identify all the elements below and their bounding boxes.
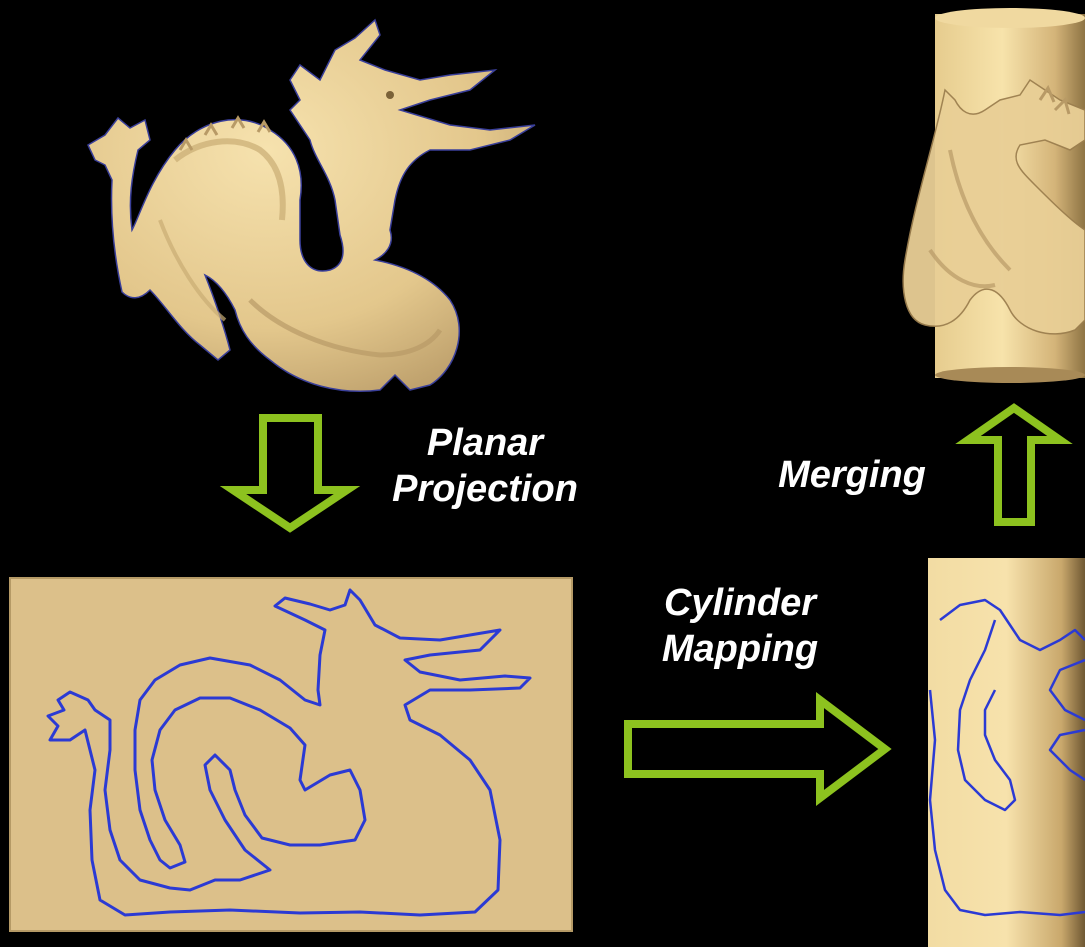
merging-label: Merging [752, 452, 952, 498]
cylinder-mapping-arrow [628, 700, 885, 798]
mapped-cylinder [928, 558, 1085, 947]
projected-outline-panel [10, 578, 572, 931]
cylinder-label-line2: Mapping [630, 626, 850, 672]
planar-projection-arrow [233, 418, 347, 528]
cylinder-label-line1: Cylinder [630, 580, 850, 626]
merged-cylinder-dragon [903, 8, 1085, 383]
merging-arrow [968, 408, 1060, 522]
dragon-model [88, 20, 535, 391]
planar-projection-label: Planar Projection [360, 420, 610, 512]
cylinder-mapping-label: Cylinder Mapping [630, 580, 850, 672]
planar-label-line2: Projection [360, 466, 610, 512]
planar-label-line1: Planar [360, 420, 610, 466]
merging-label-text: Merging [752, 452, 952, 498]
